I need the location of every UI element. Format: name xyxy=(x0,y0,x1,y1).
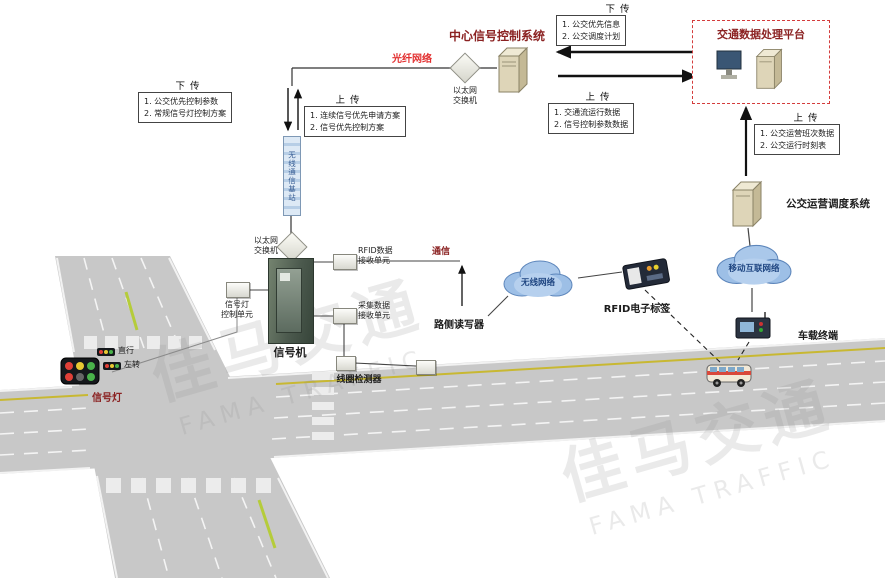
wireless-network-label: 无线网络 xyxy=(520,278,555,288)
straight-signal-icon xyxy=(97,348,115,356)
mobile-network-label: 移动互联网络 xyxy=(728,264,780,274)
bus-icon xyxy=(706,364,752,387)
callout-line: 2. 常规信号灯控制方案 xyxy=(144,108,227,118)
bus-dispatch-title: 公交运营调度系统 xyxy=(786,198,870,210)
mobile-network-cloud: 移动互联网络 xyxy=(708,240,800,290)
left-turn-label: 左转 xyxy=(124,360,140,369)
label-line: 信号灯 xyxy=(225,300,249,309)
callout-title-up-left: 上传 xyxy=(335,95,365,106)
vehicle-terminal-label: 车载终端 xyxy=(798,331,838,342)
callout-title-up-right: 上传 xyxy=(793,113,823,124)
callout-line: 2. 公交调度计划 xyxy=(562,31,621,41)
traffic-light-icon xyxy=(60,357,100,385)
callout-line: 1. 公交优先控制参数 xyxy=(144,97,219,106)
server-icon xyxy=(755,48,783,90)
rfid-receive-unit-icon xyxy=(333,254,357,270)
data-platform-title: 交通数据处理平台 xyxy=(717,28,805,41)
loop-detector-label: 线圈检测器 xyxy=(336,375,382,385)
server-icon xyxy=(731,180,763,228)
callout-line: 1. 公交运营班次数据 xyxy=(760,129,835,138)
loop-detector-icon xyxy=(336,356,356,371)
label-line: 以太网 xyxy=(453,86,477,95)
label-line: RFID数据 xyxy=(358,246,393,255)
monitor-icon xyxy=(716,50,742,79)
base-station-label: 无线通信基站 xyxy=(287,150,297,202)
wireless-network-cloud: 无线网络 xyxy=(498,256,578,302)
ethernet-switch-label: 以太网 交换机 xyxy=(226,236,278,256)
server-icon xyxy=(497,46,529,94)
callout-down-top: 1. 公交优先信息 2. 公交调度计划 xyxy=(556,15,627,47)
callout-title-down-top: 下传 xyxy=(605,4,635,15)
signal-light-label: 信号灯 xyxy=(92,393,122,404)
collect-data-unit-label: 采集数据 接收单元 xyxy=(358,301,390,321)
cloud-icon xyxy=(503,260,573,297)
roadside-reader-label: 路侧读写器 xyxy=(434,320,484,331)
callout-up-right: 1. 公交运营班次数据 2. 公交运行时刻表 xyxy=(754,124,841,156)
comm-label: 通信 xyxy=(432,247,451,257)
callout-title-up-mid: 上传 xyxy=(585,92,615,103)
straight-label: 直行 xyxy=(118,346,134,355)
data-platform-box: 交通数据处理平台 xyxy=(692,20,830,104)
callout-line: 1. 连续信号优先申请方案 xyxy=(310,111,401,120)
signal-light-unit-icon xyxy=(226,282,250,298)
cloud-icon xyxy=(716,244,792,285)
signal-light-unit-label: 信号灯 控制单元 xyxy=(206,300,268,320)
label-line: 采集数据 xyxy=(358,301,390,310)
callout-line: 1. 公交优先信息 xyxy=(562,20,621,29)
base-station-tower: 无线通信基站 xyxy=(283,136,301,216)
central-system-title: 中心信号控制系统 xyxy=(448,29,545,43)
ethernet-switch-label: 以太网 交换机 xyxy=(436,86,494,106)
rfid-tag-icon xyxy=(622,258,670,290)
rfid-tag-label: RFID电子标签 xyxy=(603,304,671,315)
label-line: 交换机 xyxy=(254,246,278,255)
callout-line: 2. 公交运行时刻表 xyxy=(760,140,827,150)
callout-up-mid: 1. 交通流运行数据 2. 信号控制参数数据 xyxy=(548,103,635,135)
callout-line: 1. 交通流运行数据 xyxy=(554,108,621,117)
left-turn-signal-icon xyxy=(103,362,121,370)
label-line: 交换机 xyxy=(453,96,477,105)
label-line: 控制单元 xyxy=(221,310,253,319)
loop-detector-icon xyxy=(416,360,436,375)
label-line: 接收单元 xyxy=(358,256,390,265)
callout-line: 2. 信号优先控制方案 xyxy=(310,122,385,132)
fiber-network-label: 光纤网络 xyxy=(392,54,432,65)
vehicle-terminal-icon xyxy=(735,312,771,339)
callout-line: 2. 信号控制参数数据 xyxy=(554,119,629,129)
callout-title-down-left: 下传 xyxy=(175,81,205,92)
collect-data-unit-icon xyxy=(333,308,357,324)
callout-down-left: 1. 公交优先控制参数 2. 常规信号灯控制方案 xyxy=(138,92,233,124)
label-line: 以太网 xyxy=(254,236,278,245)
signal-machine-cabinet xyxy=(268,258,314,344)
signal-machine-label: 信号机 xyxy=(273,346,307,359)
label-line: 接收单元 xyxy=(358,311,390,320)
callout-up-left: 1. 连续信号优先申请方案 2. 信号优先控制方案 xyxy=(304,106,407,138)
rfid-receive-unit-label: RFID数据 接收单元 xyxy=(358,246,393,266)
